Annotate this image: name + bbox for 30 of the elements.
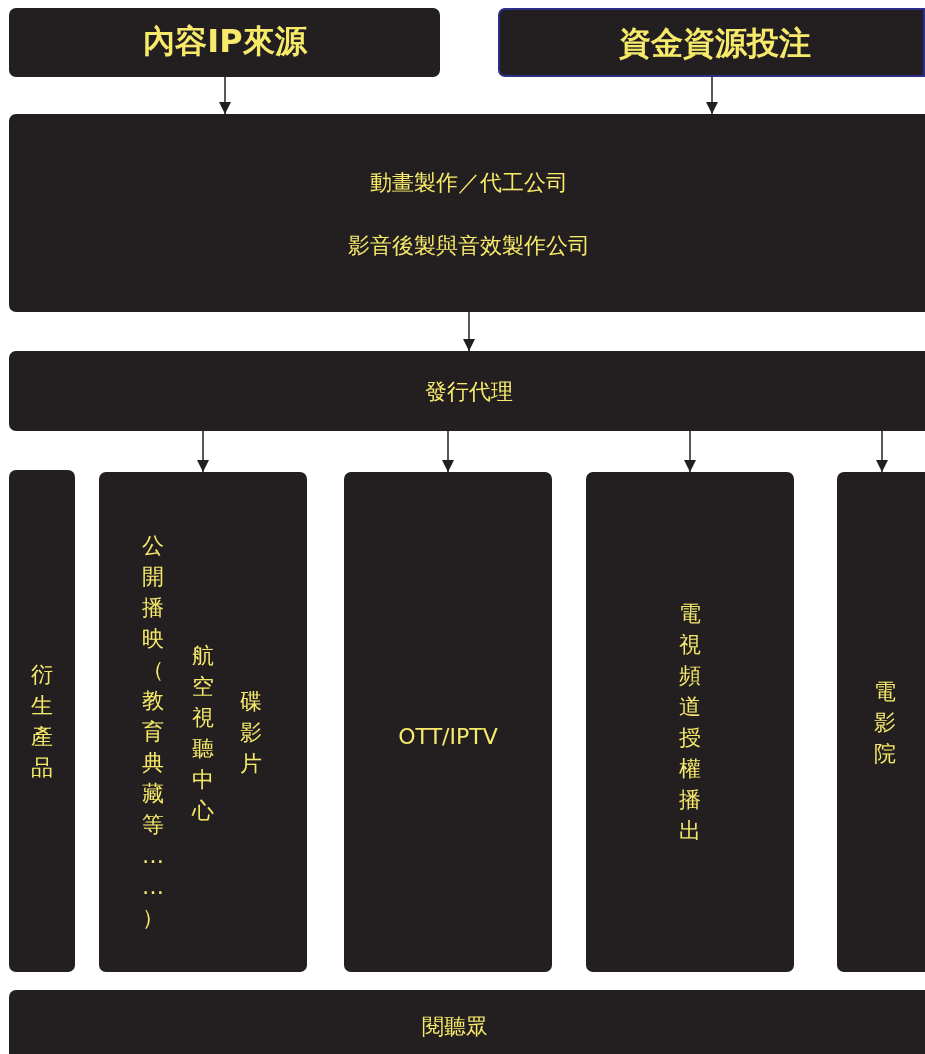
arrow — [876, 430, 888, 473]
node-label: 閱聽眾 — [422, 1013, 488, 1041]
node-label: OTT/IPTV — [398, 723, 498, 749]
process-box — [9, 990, 925, 1054]
node-label: 動畫製作／代工公司 — [370, 169, 568, 197]
process-box — [498, 8, 925, 77]
node-label: 資金資源投注 — [619, 23, 811, 64]
process-box — [586, 472, 794, 972]
node-label: 內容IP來源 — [143, 21, 307, 62]
process-box — [9, 114, 925, 312]
process-box — [9, 351, 925, 431]
process-box — [9, 8, 440, 77]
process-box — [344, 472, 552, 972]
node-label: 電視頻道授權播出 — [678, 600, 702, 845]
process-box — [837, 472, 925, 972]
node-label: 碟影片 — [239, 688, 263, 778]
arrow — [706, 76, 718, 115]
arrow — [463, 311, 475, 352]
arrow — [197, 430, 209, 473]
node-label: 電影院 — [873, 677, 897, 768]
node-label: 航空視聽中心 — [191, 642, 215, 825]
node-label: 影音後製與音效製作公司 — [348, 232, 590, 260]
node-label: 發行代理 — [425, 378, 513, 406]
process-box — [9, 470, 75, 972]
node-label: 公開播映（教育典藏等……） — [141, 532, 165, 932]
arrow — [442, 430, 454, 473]
node-label: 衍生產品 — [30, 661, 54, 782]
arrow — [219, 76, 231, 115]
arrow — [684, 430, 696, 473]
process-box — [99, 472, 307, 972]
